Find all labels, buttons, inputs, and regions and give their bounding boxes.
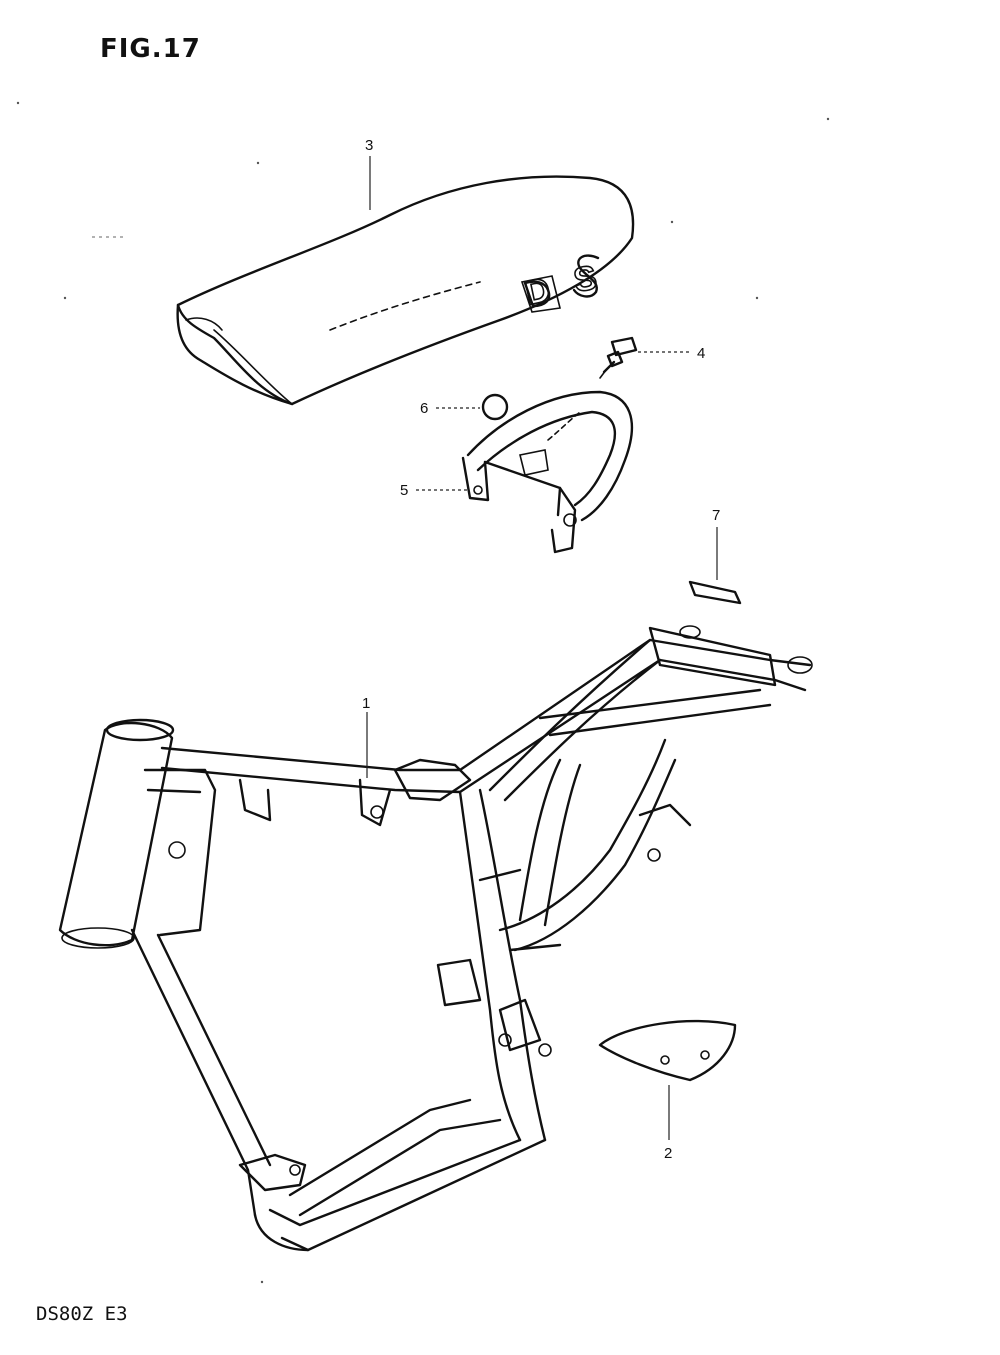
callout-6: 6: [420, 400, 480, 417]
cushion: [481, 393, 509, 421]
seat-emblem-letter: S: [571, 259, 600, 300]
seat: [176, 175, 635, 406]
callout-label: 1: [362, 695, 370, 712]
scan-specks: [16, 101, 830, 1284]
callout-7: 7: [712, 507, 720, 580]
callout-3: 3: [365, 137, 373, 210]
fig-title: FIG.17: [100, 34, 201, 64]
callout-5: 5: [400, 482, 468, 499]
callout-label: 3: [365, 137, 373, 154]
cover: [598, 1019, 737, 1082]
callout-label: 6: [420, 400, 428, 417]
callout-label: 5: [400, 482, 408, 499]
pad: [688, 580, 742, 605]
callout-label: 7: [712, 507, 720, 524]
model-code: DS80Z E3: [36, 1303, 128, 1325]
callout-2: 2: [664, 1085, 672, 1162]
bolt: [599, 336, 638, 379]
callout-1: 1: [362, 695, 370, 778]
frame: [58, 625, 813, 1252]
callout-label: 4: [697, 345, 705, 362]
callout-label: 2: [664, 1145, 672, 1162]
seat-rail: [461, 390, 634, 554]
callout-4: 4: [638, 345, 705, 362]
